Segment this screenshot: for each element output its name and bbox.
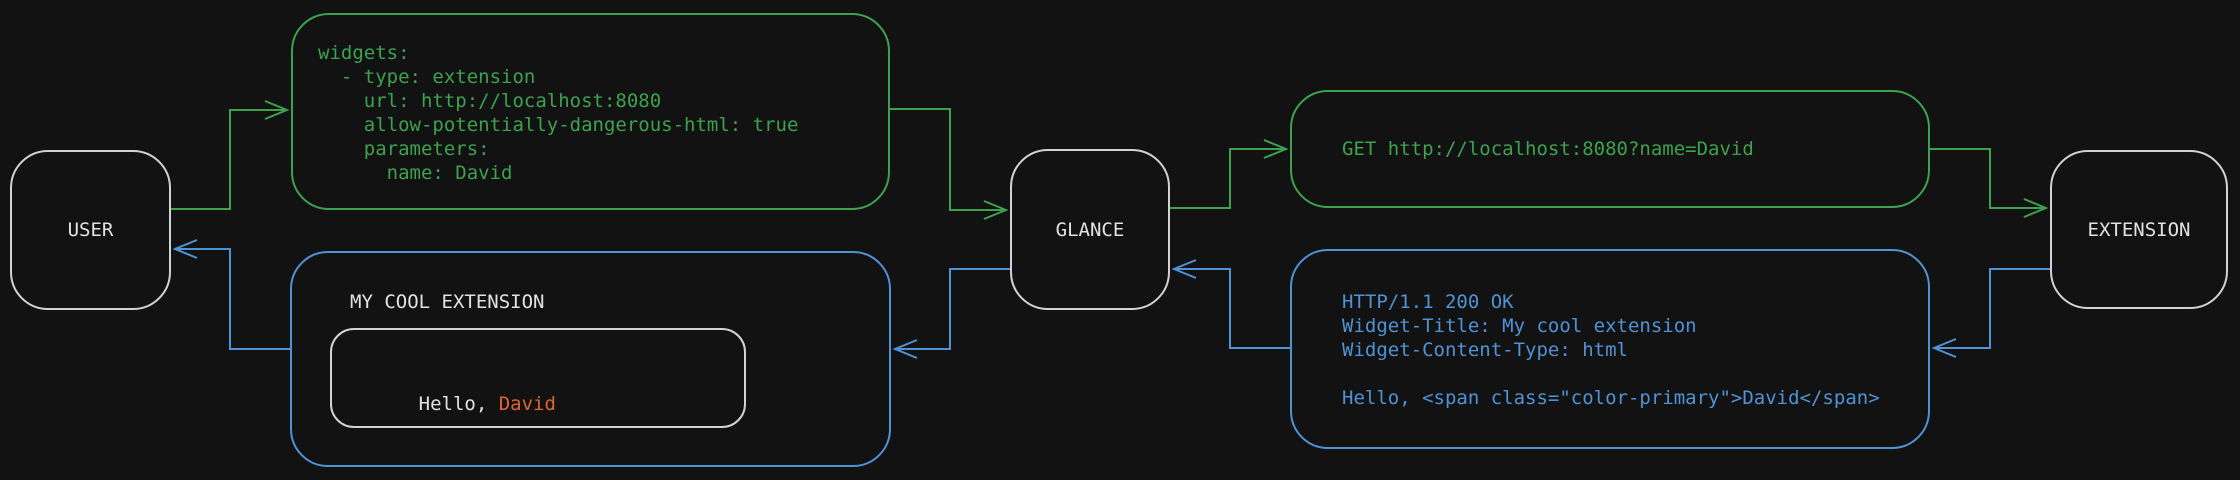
config-line: widgets: bbox=[318, 42, 410, 64]
arrow-config-to-glance bbox=[890, 108, 1006, 210]
arrow-glance-to-request bbox=[1170, 149, 1286, 209]
arrow-widget-to-user bbox=[175, 249, 290, 350]
config-line: allow-potentially-dangerous-html: true bbox=[318, 114, 799, 136]
arrow-request-to-extension bbox=[1930, 148, 2046, 208]
arrow-response-to-glance bbox=[1174, 269, 1290, 349]
greeting-name: David bbox=[498, 393, 556, 415]
user-node: USER bbox=[10, 150, 171, 310]
greeting-prefix: Hello, bbox=[418, 393, 499, 415]
response-line: HTTP/1.1 200 OK bbox=[1342, 291, 1514, 313]
response-line: Hello, <span class="color-primary">David… bbox=[1342, 387, 1880, 409]
http-request-box: GET http://localhost:8080?name=David bbox=[1290, 90, 1930, 208]
config-line: - type: extension bbox=[318, 66, 536, 88]
response-line: Widget-Content-Type: html bbox=[1342, 339, 1628, 361]
response-line-blank bbox=[1342, 362, 1928, 386]
widget-greeting: Hello, David bbox=[350, 368, 744, 415]
arrow-glance-to-widget bbox=[895, 268, 1010, 349]
config-line: parameters: bbox=[318, 138, 490, 160]
response-line: Widget-Title: My cool extension bbox=[1342, 315, 1697, 337]
glance-node: GLANCE bbox=[1010, 149, 1170, 310]
http-response-box: HTTP/1.1 200 OK Widget-Title: My cool ex… bbox=[1290, 249, 1930, 449]
config-line: name: David bbox=[318, 162, 513, 184]
yaml-config-box: widgets: - type: extension url: http://l… bbox=[291, 13, 890, 210]
extension-node: EXTENSION bbox=[2050, 150, 2228, 309]
widget-content-preview: Hello, David bbox=[330, 328, 746, 428]
user-node-label: USER bbox=[67, 219, 114, 241]
widget-title: MY COOL EXTENSION bbox=[350, 291, 545, 313]
extension-node-label: EXTENSION bbox=[2087, 218, 2191, 241]
glance-node-label: GLANCE bbox=[1055, 218, 1125, 241]
arrow-extension-to-response bbox=[1934, 268, 2050, 348]
request-line: GET http://localhost:8080?name=David bbox=[1342, 138, 1754, 160]
arrow-user-to-config bbox=[171, 110, 287, 210]
config-line: url: http://localhost:8080 bbox=[318, 90, 662, 112]
